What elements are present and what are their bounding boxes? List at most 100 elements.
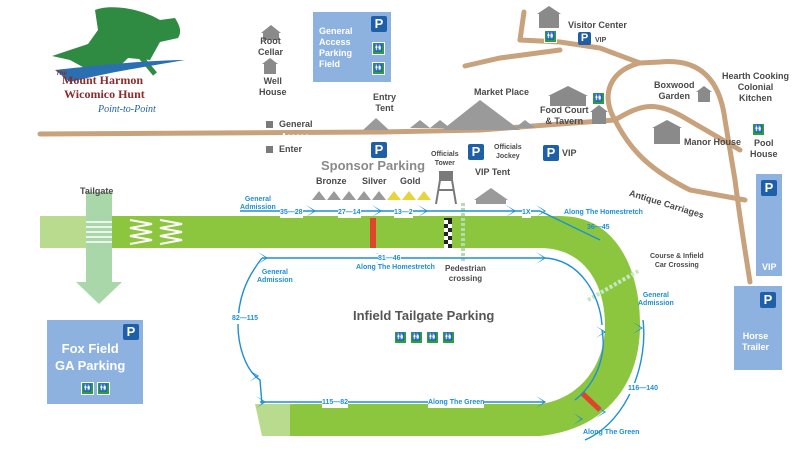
measure-116-140: 116—140: [628, 383, 658, 394]
restroom-icon: 🚻: [426, 331, 439, 344]
market-place-label: Market Place: [474, 87, 530, 97]
hearth-kitchen-label: Hearth Cooking Colonial Kitchen: [722, 71, 790, 103]
officials-tower-label: Officials Tower: [431, 151, 459, 167]
gold-label: Gold: [400, 176, 421, 186]
car-crossing-line: [587, 268, 641, 302]
finish-post-top: [370, 218, 376, 248]
general-access-field-label: General Access Parking Field: [319, 26, 353, 69]
restroom-icon: 🚻: [544, 30, 557, 43]
entry-road: [462, 47, 563, 69]
manor-road: [612, 103, 743, 153]
logo-line2: Wicomico Hunt: [64, 87, 145, 101]
parking-icon: P: [760, 292, 776, 308]
sponsor-parking-label: Sponsor Parking: [321, 158, 426, 173]
measure-homestretch-mid: Along The Homestretch: [356, 264, 435, 271]
tent-icons: [363, 100, 535, 204]
restroom-icon: 🚻: [394, 331, 407, 344]
restroom-icon: 🚻: [592, 92, 605, 105]
root-cellar-icon: [261, 25, 281, 33]
track-marking-2: [159, 219, 183, 245]
restroom-icon: 🚻: [81, 382, 94, 395]
restroom-icon: 🚻: [442, 331, 455, 344]
well-house-icon: [264, 64, 276, 74]
measure-13-2: 13—2: [394, 207, 413, 218]
vip-right-label: VIP: [762, 262, 777, 272]
visitor-spur: [517, 9, 527, 43]
measure-115-82: 115—82: [322, 397, 349, 408]
parking-icon: P: [123, 324, 139, 340]
food-court-label: Food Court & Tavern: [540, 105, 589, 126]
manor-house-label: Manor House: [684, 137, 742, 147]
finish-post-curve: [580, 391, 602, 412]
measure-along-green-bottom: Along The Green: [428, 397, 485, 408]
access-label: Access: [281, 132, 310, 141]
loop-road-right: [605, 59, 753, 285]
general-access-marker: [266, 121, 273, 128]
entry-tent-icon: [363, 118, 389, 130]
vip-label: VIP: [595, 37, 607, 44]
restroom-icon: 🚻: [410, 331, 423, 344]
sponsor-tents: [312, 191, 431, 200]
restroom-icon: 🚻: [752, 123, 765, 136]
pool-house-label: Pool House: [750, 138, 778, 159]
boxwood-garden-label: Boxwood Garden: [654, 80, 695, 101]
vip-tent-label: VIP Tent: [475, 167, 511, 177]
horse-trailer-parking[interactable]: P Horse Trailer: [734, 286, 782, 370]
officials-tower-icon: [435, 171, 457, 205]
vip-tent-icon: [474, 188, 508, 200]
well-house-label: Well House: [259, 76, 287, 97]
enter-label: Enter: [279, 144, 303, 154]
officials-parking-icon: P: [468, 144, 484, 160]
manor-house-icon: [654, 128, 680, 144]
restroom-icon: 🚻: [372, 42, 385, 55]
vip-parking-area[interactable]: P VIP: [756, 174, 782, 276]
vip-parking-icon: P: [543, 145, 559, 161]
checkered-post: [444, 218, 452, 248]
measure-82-115: 82—115: [232, 313, 259, 324]
visitor-center-label: Visitor Center: [568, 20, 627, 30]
sponsor-parking-icon: P: [371, 142, 387, 158]
track-fade-left: [40, 216, 96, 248]
parking-icon: P: [371, 16, 387, 32]
fox-field-parking[interactable]: P Fox Field GA Parking 🚻 🚻: [47, 320, 143, 404]
vip-parking-label: VIP: [562, 148, 577, 158]
carriage-road: [612, 117, 748, 203]
restroom-icon: 🚻: [97, 382, 110, 395]
measure-35-28: 35—28: [280, 207, 303, 218]
boxwood-garden-icon: [698, 92, 710, 102]
market-tent-icon: [442, 100, 520, 130]
tailgate-arrow: [76, 192, 122, 304]
bronze-label: Bronze: [316, 176, 347, 186]
measure-1x: 1X: [522, 207, 531, 218]
measure-general-admission-right: General Admission: [638, 292, 674, 307]
course-infield-label: Course & Infield Car Crossing: [650, 253, 704, 269]
general-access-parking-field[interactable]: General Access Parking Field P 🚻 🚻: [313, 12, 391, 82]
measure-along-green-curve: Along The Green: [583, 429, 640, 436]
logo-line3: Point-to-Point: [98, 104, 156, 115]
enter-marker: [266, 146, 273, 153]
building-icons: [261, 6, 712, 144]
root-cellar-label: Root Cellar: [258, 36, 284, 57]
measure-27-14: 27—14: [338, 207, 361, 218]
silver-label: Silver: [362, 176, 387, 186]
officials-jockey-label: Officials Jockey: [494, 144, 522, 160]
visitor-road: [517, 37, 643, 66]
measure-homestretch-top: Along The Homestretch: [564, 209, 643, 216]
measure-81-46: 81—46: [378, 253, 401, 264]
measure-general-admission-left: General Admission: [257, 269, 293, 284]
restroom-icon: 🚻: [372, 62, 385, 75]
food-court-icon: [592, 112, 606, 124]
horse-trailer-label: Horse Trailer: [742, 331, 770, 352]
measure-general-admission-top: General Admission: [240, 196, 276, 211]
infield-label: Infield Tailgate Parking: [353, 308, 495, 323]
horse-logo-icon: [52, 7, 185, 82]
track-marking-1: [129, 219, 153, 245]
tailgate-label: Tailgate: [80, 186, 114, 196]
visitor-center-icon: [539, 14, 559, 28]
market-pavilion-icon: [548, 86, 588, 96]
track-fade-bottom: [255, 404, 290, 436]
parking-icon: P: [761, 180, 777, 196]
fox-field-label: Fox Field GA Parking: [55, 341, 126, 373]
